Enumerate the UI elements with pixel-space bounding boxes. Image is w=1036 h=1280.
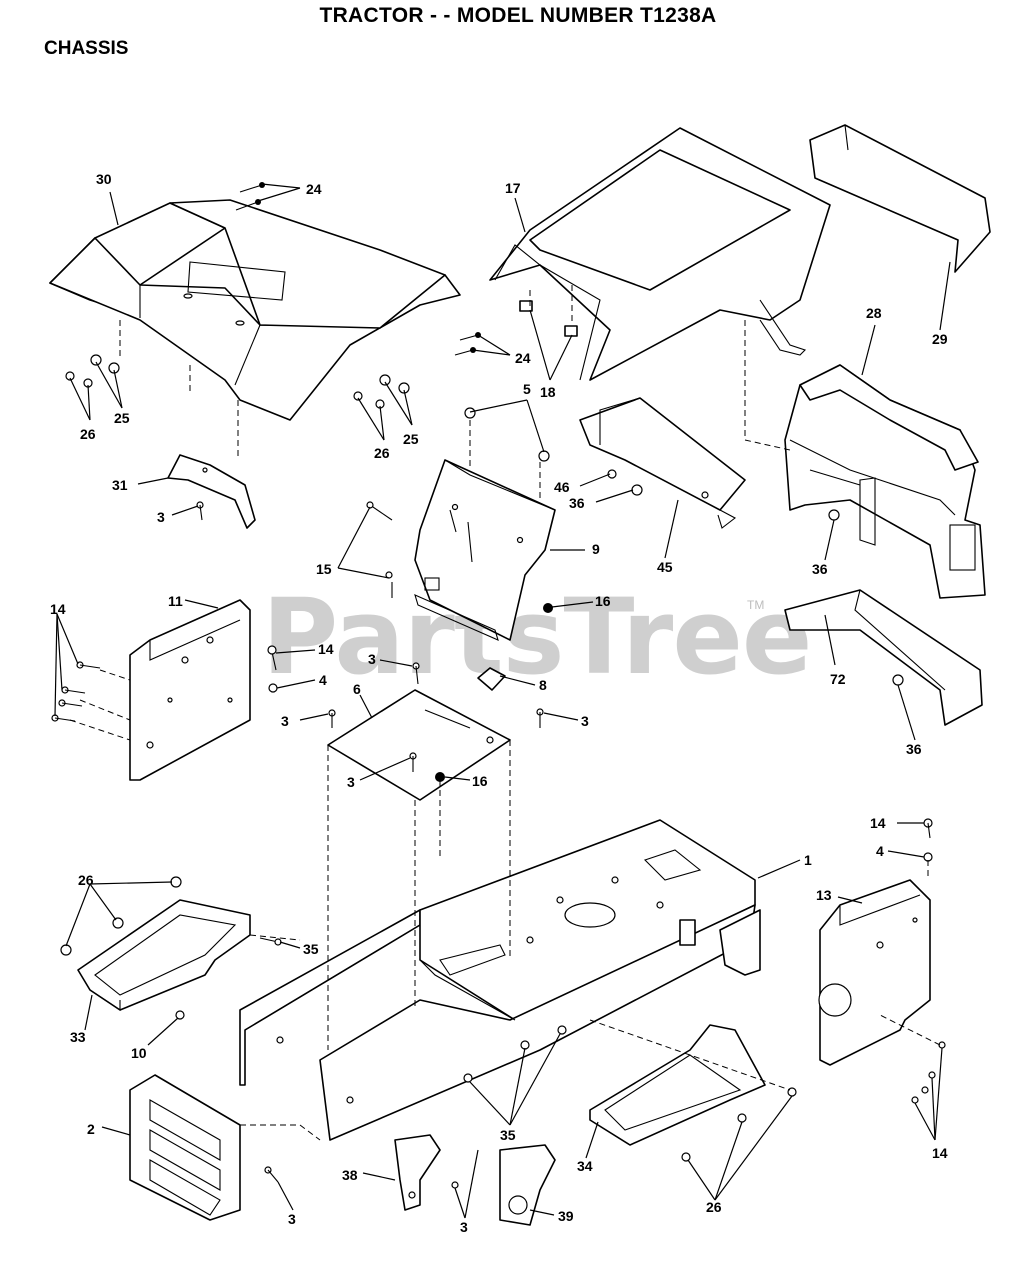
callout-29: 29 [932, 331, 948, 347]
leader-lines [54, 183, 951, 1219]
callout-3: 3 [347, 774, 355, 790]
watermark: PartsTree [262, 576, 812, 698]
callout-26: 26 [80, 426, 96, 442]
part-11-side-panel [129, 599, 251, 781]
callout-24: 24 [515, 350, 531, 366]
callout-35: 35 [500, 1127, 516, 1143]
callout-36: 36 [812, 561, 828, 577]
callout-10: 10 [131, 1045, 147, 1061]
part-45-channel [579, 397, 746, 529]
callout-26: 26 [706, 1199, 722, 1215]
part-9-dash-panel [414, 459, 556, 641]
callout-30: 30 [96, 171, 112, 187]
part-13-side-panel [818, 879, 931, 1066]
callout-1: 1 [804, 852, 812, 868]
part-39-bracket [499, 1144, 556, 1226]
callout-25: 25 [403, 431, 419, 447]
callout-16: 16 [595, 593, 611, 609]
part-1-main-frame [239, 819, 761, 1141]
page-title: TRACTOR - - MODEL NUMBER T1238A [319, 4, 717, 27]
callout-24: 24 [306, 181, 322, 197]
callout-14: 14 [318, 641, 334, 657]
callout-3: 3 [581, 713, 589, 729]
part-2-bracket [129, 1074, 241, 1221]
assembly-lines [69, 285, 941, 1141]
callout-5: 5 [523, 381, 531, 397]
callout-2: 2 [87, 1121, 95, 1137]
callout-4: 4 [319, 672, 327, 688]
callout-34: 34 [577, 1158, 593, 1174]
callout-18: 18 [540, 384, 556, 400]
callout-33: 33 [70, 1029, 86, 1045]
callout-4: 4 [876, 843, 884, 859]
callout-3: 3 [368, 651, 376, 667]
part-28-rear-fender [784, 364, 986, 599]
callout-17: 17 [505, 180, 521, 196]
callout-8: 8 [539, 677, 547, 693]
callout-14: 14 [50, 601, 66, 617]
callout-38: 38 [342, 1167, 358, 1183]
callout-3: 3 [281, 713, 289, 729]
callout-6: 6 [353, 681, 361, 697]
part-31-bracket [167, 454, 256, 529]
part-30-hood-panel [49, 199, 461, 421]
callout-36: 36 [906, 741, 922, 757]
callout-26: 26 [78, 872, 94, 888]
callout-28: 28 [866, 305, 882, 321]
part-29-rear-shield [809, 124, 991, 273]
part-34-footrest [589, 1024, 766, 1146]
callout-3: 3 [157, 509, 165, 525]
callout-11: 11 [168, 593, 183, 609]
callout-39: 39 [558, 1208, 574, 1224]
callout-25: 25 [114, 410, 130, 426]
hardware [51, 182, 946, 1189]
callout-35: 35 [303, 941, 319, 957]
callout-3: 3 [460, 1219, 468, 1235]
callout-26: 26 [374, 445, 390, 461]
callout-13: 13 [816, 887, 832, 903]
callout-14: 14 [870, 815, 886, 831]
callout-45: 45 [657, 559, 673, 575]
callout-3: 3 [288, 1211, 296, 1227]
watermark-trademark: TM [747, 598, 765, 612]
callout-16: 16 [472, 773, 488, 789]
part-33-footrest [77, 899, 251, 1012]
part-17-body [489, 127, 831, 381]
callout-9: 9 [592, 541, 600, 557]
callout-15: 15 [316, 561, 332, 577]
callout-31: 31 [112, 477, 128, 493]
callout-36: 36 [569, 495, 585, 511]
part-72-rear-plate [784, 589, 983, 726]
section-title: CHASSIS [44, 38, 129, 59]
callout-72: 72 [830, 671, 846, 687]
part-38-bracket [394, 1134, 441, 1211]
callout-46: 46 [554, 479, 570, 495]
callout-14: 14 [932, 1145, 948, 1161]
